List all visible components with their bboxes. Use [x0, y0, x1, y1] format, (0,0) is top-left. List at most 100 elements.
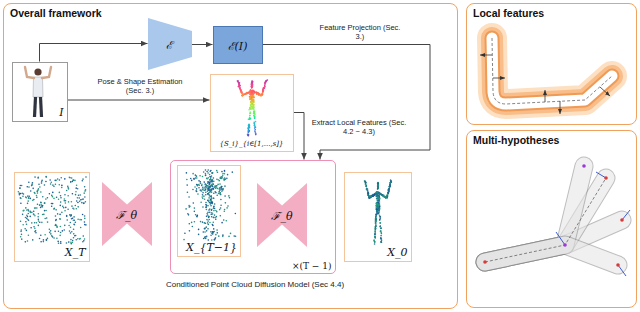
cloud-point	[248, 119, 250, 121]
cloud-point	[379, 192, 381, 194]
cloud-point	[212, 231, 214, 233]
cloud-point	[242, 95, 244, 97]
cloud-point	[84, 190, 86, 192]
cloud-point	[60, 201, 62, 203]
cloud-point	[205, 194, 207, 196]
cloud-point	[248, 109, 250, 111]
cloud-point	[44, 218, 46, 220]
cloud-point	[264, 86, 266, 88]
cloud-point	[198, 180, 200, 182]
cloud-point	[374, 233, 376, 235]
cloud-point	[207, 200, 209, 202]
cloud-point	[376, 192, 378, 194]
person-arm	[25, 67, 34, 78]
cloud-point	[251, 83, 253, 85]
cloud-point	[364, 181, 366, 183]
cloud-point	[378, 200, 380, 202]
cloud-point	[28, 197, 30, 199]
cloud-point	[388, 190, 390, 192]
cloud-point	[56, 237, 58, 239]
cloud-point	[262, 89, 264, 91]
cloud-point	[217, 188, 219, 190]
cloud-point	[378, 210, 380, 212]
cloud-point	[252, 81, 254, 83]
cloud-point	[24, 228, 26, 230]
cloud-point	[36, 222, 38, 224]
point-clouds	[18, 79, 393, 245]
cloud-point	[28, 195, 30, 197]
cloud-point	[215, 234, 217, 236]
cloud-point	[378, 210, 380, 212]
cloud-point	[388, 192, 390, 194]
edge-label: Pose & Shape Estimation (Sec. 3.)	[90, 77, 190, 95]
cloud-point	[389, 182, 391, 184]
cloud-point	[255, 126, 257, 128]
cloud-point	[265, 81, 267, 83]
cloud-point	[222, 176, 224, 178]
cloud-point	[204, 183, 206, 185]
cloud-point	[213, 231, 215, 233]
cloud-point	[196, 191, 198, 193]
cloud-point	[379, 208, 381, 210]
cloud-point	[208, 209, 210, 211]
cloud-point	[378, 187, 380, 189]
cloud-point	[25, 196, 27, 198]
denoiser-hourglass: ℱ_θ	[257, 183, 307, 247]
cloud-point	[195, 214, 197, 216]
cloud-point	[203, 181, 205, 183]
cloud-point	[75, 194, 77, 196]
cloud-point	[252, 80, 254, 82]
cloud-point	[253, 93, 255, 95]
cloud-point	[241, 91, 243, 93]
cloud-point	[69, 177, 71, 179]
cloud-point	[77, 197, 79, 199]
cloud-point	[192, 226, 194, 228]
node-label: {S_i}_{i∈[1,...,s]}	[220, 140, 284, 148]
pose-shape-box: {S_i}_{i∈[1,...,s]}	[210, 74, 294, 152]
cloud-point	[247, 132, 249, 134]
cloud-point	[44, 234, 46, 236]
cloud-point	[368, 193, 370, 195]
cloud-point	[376, 202, 378, 204]
cloud-point	[228, 236, 230, 238]
cloud-point	[60, 205, 62, 207]
cloud-point	[19, 193, 21, 195]
cloud-point	[213, 228, 215, 230]
cloud-point	[374, 237, 376, 239]
cloud-point	[213, 188, 215, 190]
cloud-point	[228, 195, 230, 197]
cloud-point	[50, 181, 52, 183]
cloud-point	[49, 232, 51, 234]
cloud-point	[204, 183, 206, 185]
cloud-point	[380, 222, 382, 224]
cloud-point	[251, 106, 253, 108]
cloud-point	[40, 202, 42, 204]
cloud-point	[61, 187, 63, 189]
cloud-point	[377, 202, 379, 204]
cloud-point	[389, 186, 391, 188]
cloud-point	[58, 243, 60, 245]
cloud-point	[70, 239, 72, 241]
cloud-point	[192, 173, 194, 175]
cloud-point	[188, 206, 190, 208]
cloud-point	[389, 186, 391, 188]
cloud-point	[227, 174, 229, 176]
node-label: ℰ(I)	[228, 37, 248, 52]
cloud-point	[219, 187, 221, 189]
cloud-point	[60, 242, 62, 244]
feature-glow	[492, 38, 612, 104]
cloud-point	[253, 104, 255, 106]
cloud-point	[202, 176, 204, 178]
cloud-point	[67, 208, 69, 210]
cloud-point	[377, 186, 379, 188]
cloud-point	[20, 231, 22, 233]
person-leg	[41, 97, 42, 117]
cloud-point	[66, 215, 68, 217]
cloud-point	[42, 214, 44, 216]
cloud-point	[366, 189, 368, 191]
cloud-point	[366, 185, 368, 187]
cloud-point	[252, 103, 254, 105]
cloud-point	[260, 95, 262, 97]
cloud-point	[193, 178, 195, 180]
cloud-point	[379, 208, 381, 210]
